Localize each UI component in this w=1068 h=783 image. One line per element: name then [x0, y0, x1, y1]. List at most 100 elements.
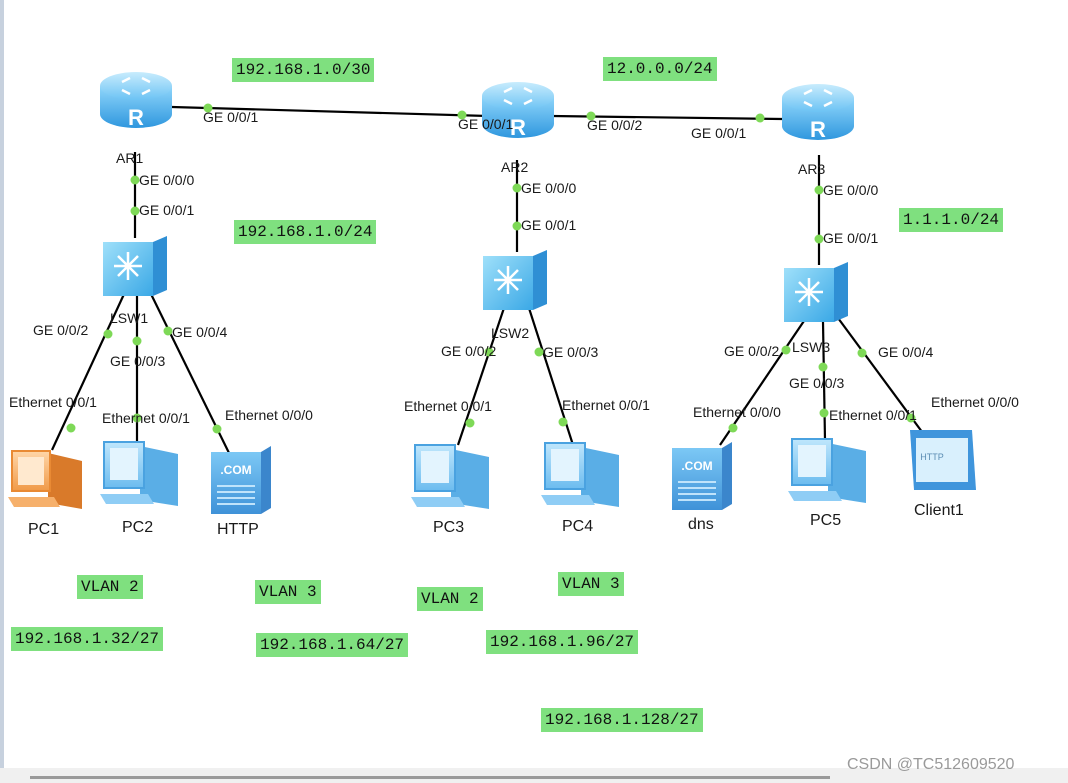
- vlan-label-3-right: VLAN 3: [558, 572, 624, 596]
- device-label-pc5: PC5: [810, 512, 842, 529]
- device-label-pc1: PC1: [28, 521, 60, 538]
- subnet-label-32: 192.168.1.32/27: [11, 627, 164, 651]
- device-label-lsw3: LSW3: [792, 339, 831, 355]
- port-dot: [781, 345, 791, 355]
- port-dot: [512, 221, 522, 231]
- port-label-lsw2-ge003: GE 0/0/3: [543, 344, 599, 360]
- port-dot: [814, 185, 824, 195]
- port-dot: [132, 413, 142, 423]
- port-dot: [586, 111, 596, 121]
- pc-keyboard: [541, 495, 595, 505]
- link-lsw1-pc1: [51, 291, 126, 451]
- link-ar1-ar2: [171, 105, 489, 118]
- port-dot: [130, 206, 140, 216]
- pc-keyboard: [100, 494, 154, 504]
- router-arrows: [503, 86, 533, 106]
- port-label-lsw2-ge002: GE 0/0/2: [441, 343, 497, 359]
- router-letter: R: [128, 105, 144, 130]
- switch-icon[interactable]: [483, 250, 547, 310]
- port-label-ar1-ge000: GE 0/0/0: [139, 172, 195, 188]
- switch-arrows: [494, 266, 522, 294]
- pc-icon[interactable]: [541, 442, 619, 507]
- client-screen: [916, 438, 968, 482]
- port-dot: [534, 347, 544, 357]
- scrollbar-thumb[interactable]: [30, 776, 830, 779]
- pc-icon[interactable]: [788, 438, 866, 503]
- network-label-lsw1: 192.168.1.0/24: [234, 220, 377, 244]
- port-label-client1-eth: Ethernet 0/0/0: [931, 394, 1019, 410]
- pc-keyboard: [8, 497, 60, 507]
- port-dot: [755, 113, 765, 123]
- port-label-lsw3-ge004: GE 0/0/4: [878, 344, 934, 360]
- device-label-pc3: PC3: [433, 519, 465, 536]
- switch-icon[interactable]: [103, 236, 167, 296]
- router-top: [100, 72, 172, 100]
- router-letter: R: [510, 115, 526, 140]
- link-lsw3-pc5: [821, 321, 827, 441]
- pc-icon[interactable]: [8, 450, 82, 509]
- pc-screen-face: [798, 445, 826, 477]
- port-label-ar2-ge001: GE 0/0/1: [458, 116, 514, 132]
- device-label-ar1: AR1: [116, 150, 144, 166]
- port-dot: [857, 348, 867, 358]
- pc-icon[interactable]: [100, 441, 178, 506]
- router-top: [782, 84, 854, 112]
- server-slots: [217, 485, 255, 505]
- pc-screen-face: [421, 451, 449, 483]
- port-dot: [818, 362, 828, 372]
- port-label-lsw1-ge003: GE 0/0/3: [110, 353, 166, 369]
- vlan-label-2-left: VLAN 2: [77, 575, 143, 599]
- pc-icon[interactable]: [411, 444, 489, 509]
- device-label-dns: dns: [688, 516, 714, 533]
- port-dot: [66, 423, 76, 433]
- window-left-edge: [0, 0, 4, 783]
- pc-keyboard: [788, 491, 842, 501]
- device-label-ar3: AR3: [798, 161, 826, 177]
- device-label-client1: Client1: [914, 502, 964, 519]
- router-icon[interactable]: R: [100, 72, 172, 130]
- pc-tower: [451, 449, 489, 509]
- horizontal-scrollbar[interactable]: [0, 768, 1068, 783]
- device-label-pc4: PC4: [562, 518, 594, 535]
- device-label-http: HTTP: [217, 521, 259, 538]
- port-label-http-eth: Ethernet 0/0/0: [225, 407, 313, 423]
- port-label-lsw1-ge001: GE 0/0/1: [139, 202, 195, 218]
- port-dot: [512, 183, 522, 193]
- device-label-lsw1: LSW1: [110, 310, 149, 326]
- device-label-ar2: AR2: [501, 159, 529, 175]
- switch-icon[interactable]: [784, 262, 848, 322]
- port-dots: [66, 103, 916, 434]
- watermark: CSDN @TC512609520: [847, 756, 1015, 773]
- pc-screen-face: [551, 449, 579, 481]
- port-dot: [814, 234, 824, 244]
- port-label-dns-eth: Ethernet 0/0/0: [693, 404, 781, 420]
- vlan-label-3-left: VLAN 3: [255, 580, 321, 604]
- port-label-pc2-eth: Ethernet 0/0/1: [102, 410, 190, 426]
- port-label-lsw2-ge001: GE 0/0/1: [521, 217, 577, 233]
- network-label-ar1-ar2: 192.168.1.0/30: [232, 58, 375, 82]
- server-icon[interactable]: .COM: [672, 442, 732, 510]
- client-screen-text: HTTP: [920, 452, 944, 462]
- router-icon[interactable]: R: [782, 84, 854, 142]
- server-icon[interactable]: .COM: [211, 446, 271, 514]
- pc-keyboard: [411, 497, 465, 507]
- port-label-pc3-eth: Ethernet 0/0/1: [404, 398, 492, 414]
- pc-tower: [828, 443, 866, 503]
- switch-arrows: [795, 278, 823, 306]
- port-label-ar1-ge001: GE 0/0/1: [203, 109, 259, 125]
- router-top: [482, 82, 554, 110]
- server-badge: .COM: [681, 459, 712, 473]
- pc-tower: [48, 453, 82, 509]
- port-label-pc5-eth: Ethernet 0/0/1: [829, 407, 917, 423]
- port-label-lsw1-ge004: GE 0/0/4: [172, 324, 228, 340]
- port-dot: [558, 417, 568, 427]
- port-label-pc4-eth: Ethernet 0/0/1: [562, 397, 650, 413]
- router-icon[interactable]: R: [482, 82, 554, 140]
- http-client-icon[interactable]: HTTP: [910, 430, 976, 490]
- subnet-label-96: 192.168.1.96/27: [486, 630, 639, 654]
- pc-screen-face: [18, 457, 44, 485]
- pc-screen-face: [110, 448, 138, 480]
- router-letter: R: [810, 117, 826, 142]
- port-dot: [465, 418, 475, 428]
